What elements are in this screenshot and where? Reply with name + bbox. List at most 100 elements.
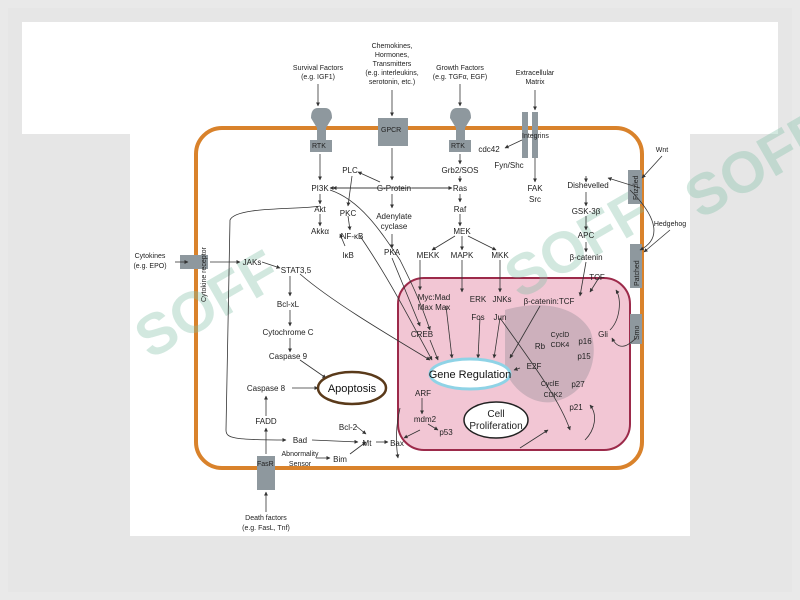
node-g-protein: G-Protein (377, 184, 411, 193)
apoptosis-label: Apoptosis (328, 383, 377, 395)
node-mek: MEK (453, 227, 471, 236)
receptor-cytokine: Cytokine receptor (180, 246, 208, 302)
input-label: Chemokines, (372, 43, 413, 50)
cell-proliferation-label: Proliferation (469, 421, 522, 432)
receptor-smo: Smo (630, 314, 642, 344)
node-fadd: FADD (255, 417, 277, 426)
node-src: Src (529, 195, 541, 204)
node-bax: Bax (390, 439, 404, 448)
box-gene-regulation: Gene Regulation (428, 357, 512, 391)
node-raf: Raf (454, 205, 467, 214)
gpcr-label: GPCR (381, 127, 401, 134)
pathway-arrows (210, 139, 655, 460)
receptor-gpcr: GPCR (378, 118, 408, 146)
input-label: Transmitters (373, 61, 412, 68)
node-nfkb: NF-κB (341, 232, 364, 241)
node-plc: PLC (342, 166, 358, 175)
cell-proliferation-label: Cell (487, 409, 504, 420)
input-label: Death factors (245, 515, 287, 522)
node-abnormality-sensor: Abnormality (282, 451, 319, 458)
box-cell-proliferation: Cell Proliferation (463, 401, 529, 439)
node-beta-catenin: β-catenin (569, 253, 602, 262)
node-p16: p16 (578, 337, 592, 346)
input-label: (e.g. TGFα, EGF) (433, 74, 487, 81)
node-akk: Akkα (311, 227, 329, 236)
node-pi3k: PI3K (311, 184, 329, 193)
node-cdc42: cdc42 (478, 145, 500, 154)
node-adenylate-cyclase: cyclase (381, 222, 408, 231)
input-arrows (175, 84, 671, 512)
input-survival-factors: Survival Factors (e.g. IGF1) (293, 65, 344, 81)
node-creb: CREB (411, 330, 433, 339)
node-p53: p53 (439, 428, 453, 437)
watermark: SOFF (674, 98, 800, 232)
node-caspase9: Caspase 9 (269, 352, 308, 361)
node-p21: p21 (569, 403, 583, 412)
node-e2f: E2F (527, 362, 542, 371)
rtk-label: RTK (312, 143, 326, 150)
node-myc-mad: Myc:Mad (418, 293, 450, 302)
node-adenylate-cyclase: Adenylate (376, 212, 412, 221)
node-p15: p15 (577, 352, 591, 361)
input-chemokines: Chemokines, Hormones, Transmitters (e.g.… (365, 43, 418, 86)
receptor-integrins: Integrins (522, 112, 549, 158)
gene-regulation-label: Gene Regulation (429, 369, 512, 381)
integrins-label: Integrins (522, 133, 549, 140)
node-caspase8: Caspase 8 (247, 384, 286, 393)
nucleus-dark-region (505, 305, 594, 403)
node-rb: Rb (535, 342, 546, 351)
node-cdk4: CDK4 (551, 342, 570, 349)
node-cdk2: CDK2 (544, 392, 563, 399)
fasr-label: FasR (257, 461, 274, 468)
input-label: (e.g. interleukins, (365, 70, 418, 77)
node-jnks: JNKs (492, 295, 511, 304)
node-ikb: IκB (342, 251, 354, 260)
node-erk: ERK (470, 295, 487, 304)
node-bcl-xl: Bcl-xL (277, 300, 300, 309)
input-growth-factors: Growth Factors (e.g. TGFα, EGF) (433, 65, 487, 81)
input-hedgehog: Hedgehog (654, 221, 686, 228)
smo-label: Smo (634, 326, 641, 341)
patched-label: Patched (634, 260, 641, 286)
cytokine-receptor-label: Cytokine receptor (201, 246, 208, 302)
receptor-patched: Patched (630, 244, 642, 288)
rtk-label: RTK (451, 143, 465, 150)
input-extracellular-matrix: Extracellular Matrix (516, 70, 555, 86)
input-label: (e.g. IGF1) (301, 74, 335, 81)
node-mt: Mt (363, 439, 373, 448)
node-grb2-sos: Grb2/SOS (442, 166, 479, 175)
receptor-rtk-2: RTK (449, 108, 471, 152)
node-stat35: STAT3,5 (281, 266, 312, 275)
node-gli: Gli (598, 330, 608, 339)
node-gsk3b: GSK-3β (572, 207, 601, 216)
input-cytokines: Cytokines (e.g. EPO) (133, 253, 166, 270)
node-mapk: MAPK (451, 251, 474, 260)
node-dishevelled: Dishevelled (567, 181, 608, 190)
input-label: serotonin, etc.) (369, 79, 415, 86)
node-pkc: PKC (340, 209, 357, 218)
node-ras: Ras (453, 184, 467, 193)
node-fak: FAK (527, 184, 543, 193)
receptor-rtk-1: RTK (310, 108, 332, 152)
node-mekk: MEKK (417, 251, 440, 260)
cell-membrane (194, 126, 644, 470)
node-tcf: TCF (589, 273, 605, 282)
frizzled-label: Frizzled (633, 175, 640, 200)
box-apoptosis: Apoptosis (316, 370, 388, 406)
input-label: Survival Factors (293, 65, 344, 72)
node-cyclin-d: CyclD (551, 332, 570, 339)
input-label: Growth Factors (436, 65, 484, 72)
pathway-nodes: cdc42 Fyn/Shc Grb2/SOS PI3K PLC G-Protei… (243, 145, 609, 468)
node-jun: Jun (494, 313, 507, 322)
node-bcl-2: Bcl-2 (339, 423, 358, 432)
input-label: Hormones, (375, 52, 409, 59)
input-label: Extracellular (516, 70, 555, 77)
input-label: (e.g. EPO) (133, 263, 166, 270)
node-abnormality-sensor: Sensor (289, 461, 312, 468)
node-cyclin-e: CyclE (541, 381, 560, 388)
node-mkk: MKK (491, 251, 509, 260)
input-wnt: Wnt (656, 147, 669, 154)
input-label: Cytokines (135, 253, 166, 260)
node-mdm2: mdm2 (414, 415, 437, 424)
node-pka: PKA (384, 248, 401, 257)
